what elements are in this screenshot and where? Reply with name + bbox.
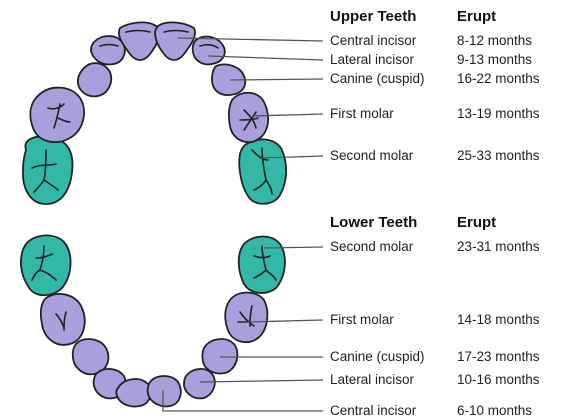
lower-second-molar-label: Second molar [330, 239, 413, 255]
upper-lateral-incisor-label: Lateral incisor [330, 52, 414, 68]
upper-right-first-molar [229, 93, 268, 142]
upper-central-incisor-label: Central incisor [330, 33, 416, 49]
upper-central-incisor-erupt: 8-12 months [457, 33, 532, 49]
lower-right-canine [202, 339, 237, 373]
lower-right-central-incisor [148, 376, 181, 406]
lower-canine-label: Canine (cuspid) [330, 349, 425, 365]
lower-teeth-header: Lower Teeth [330, 215, 417, 231]
lower-right-lateral-incisor [184, 369, 215, 398]
upper-right-central-incisor [155, 22, 195, 60]
upper-teeth-header: Upper Teeth [330, 9, 416, 25]
lower-right-second-molar [239, 237, 285, 293]
upper-second-molar-erupt: 25-33 months [457, 148, 540, 164]
upper-second-molar-label: Second molar [330, 148, 413, 164]
lower-first-molar-erupt: 14-18 months [457, 312, 540, 328]
lower-lateral-incisor-erupt: 10-16 months [457, 372, 540, 388]
leader-lower-lateral-incisor [200, 380, 323, 382]
lower-first-molar-label: First molar [330, 312, 394, 328]
upper-erupt-header: Erupt [457, 9, 496, 25]
lower-left-first-molar [41, 294, 85, 345]
upper-left-lateral-incisor [91, 36, 125, 65]
lower-central-incisor-erupt: 6-10 months [457, 403, 532, 419]
upper-left-second-molar [23, 137, 73, 205]
upper-left-canine [78, 63, 111, 96]
lower-erupt-header: Erupt [457, 215, 496, 231]
upper-canine-label: Canine (cuspid) [330, 71, 425, 87]
upper-first-molar-label: First molar [330, 106, 394, 122]
leader-upper-lateral-incisor [208, 56, 323, 60]
lower-canine-erupt: 17-23 months [457, 349, 540, 365]
lower-left-second-molar [21, 235, 71, 295]
upper-first-molar-erupt: 13-19 months [457, 106, 540, 122]
upper-arch [23, 22, 286, 204]
upper-canine-erupt: 16-22 months [457, 71, 540, 87]
upper-right-lateral-incisor [193, 37, 225, 65]
lower-right-first-molar [225, 293, 267, 343]
upper-lateral-incisor-erupt: 9-13 months [457, 52, 532, 68]
lower-second-molar-erupt: 23-31 months [457, 239, 540, 255]
lower-lateral-incisor-label: Lateral incisor [330, 372, 414, 388]
lower-central-incisor-label: Central incisor [330, 403, 416, 419]
lower-left-central-incisor [116, 379, 150, 406]
